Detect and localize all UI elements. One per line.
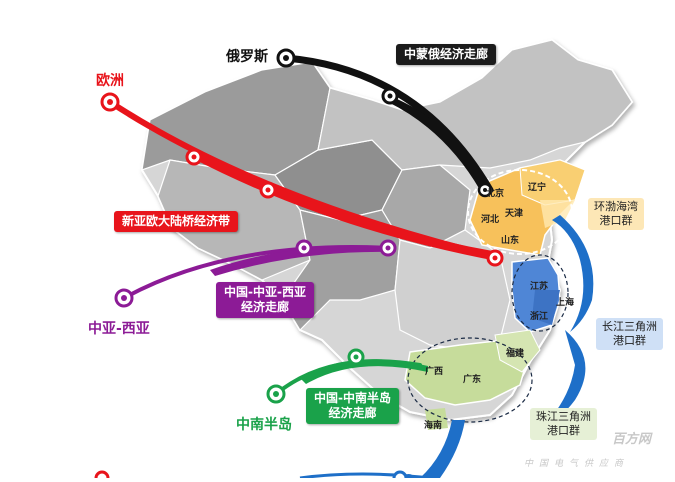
corridor-label-line1: 中国-中南半岛 [314,391,391,405]
corridor-label: 中蒙俄经济走廊 [404,47,489,61]
bohai-circle [467,169,573,255]
node-central-asia [114,288,134,308]
province-guangdong: 广东 [463,375,482,385]
port-group-pearl: 珠江三角洲 港口群 [530,408,597,440]
node-europe-mid2 [259,181,277,199]
indochina-route-taper [300,359,428,384]
corridor-label-line2: 经济走廊 [328,406,377,420]
label-europe: 欧洲 [96,73,124,89]
province-zhejiang: 浙江 [530,312,549,322]
bohai-region [469,159,586,256]
corridor-china-mongolia-russia: 中蒙俄经济走廊 [396,44,497,65]
port-label-line2: 港口群 [547,424,580,437]
province-shanghai: 上海 [556,298,575,308]
port-label-line1: 珠江三角洲 [536,410,591,423]
pearl-circle [407,337,533,423]
node-europe-mid1 [185,148,203,166]
pearl-region [404,329,541,430]
port-label-line1: 环渤海湾 [594,200,638,213]
route-nodes [94,48,504,482]
label-indochina: 中南半岛 [236,417,292,433]
province-hebei: 河北 [481,215,500,225]
watermark-tagline: 中国电气供应商 [524,459,630,469]
corridor-label: 新亚欧大陆桥经济带 [122,214,231,228]
europe-route-taper [190,150,502,262]
node-europe [100,92,120,112]
node-indochina-mid [347,348,365,366]
yangtze-circle [511,254,569,332]
province-tianjin: 天津 [505,209,524,219]
province-liaoning: 辽宁 [528,183,547,193]
yangtze-arrow [540,330,586,430]
yangtze-region [511,257,561,333]
node-central-asia-end [379,239,397,257]
port-group-yangtze: 长江三角洲 港口群 [596,318,663,350]
node-beijing [477,182,493,198]
node-central-asia-mid [295,239,313,257]
corridor-new-eurasian-land-bridge: 新亚欧大陆桥经济带 [114,211,239,232]
central-region [394,229,511,351]
port-group-bohai: 环渤海湾 港口群 [588,198,644,230]
corridor-label-line1: 中国-中亚-西亚 [224,285,306,299]
russia-route-taper [388,96,490,190]
node-russia [276,48,296,68]
node-bottom-blue [392,470,408,482]
province-hainan: 海南 [424,421,443,431]
province-jiangsu: 江苏 [530,282,549,292]
node-russia-mid [381,87,399,105]
province-beijing: 北京 [486,189,505,199]
province-shandong: 山东 [501,236,520,246]
province-guangxi: 广西 [425,367,444,377]
corridor-china-indochina: 中国-中南半岛 经济走廊 [306,388,399,424]
label-russia: 俄罗斯 [226,49,268,65]
node-indochina [266,384,286,404]
corridor-label-line2: 经济走廊 [240,300,289,314]
node-bottom-red [94,470,110,482]
bohai-arrow [552,215,594,332]
label-central-west-asia: 中亚-西亚 [88,321,150,337]
port-label-line2: 港口群 [599,214,633,227]
port-label-line2: 港口群 [613,334,646,347]
pearl-arrow [420,420,465,478]
province-fujian: 福建 [506,349,525,359]
corridor-china-central-west-asia: 中国-中亚-西亚 经济走廊 [216,282,314,318]
port-label-line1: 长江三角洲 [602,320,657,333]
xinjiang-region [141,61,331,176]
watermark-brand: 百方网 [612,432,652,447]
hainan-island [425,408,448,430]
node-europe-end [486,249,504,267]
